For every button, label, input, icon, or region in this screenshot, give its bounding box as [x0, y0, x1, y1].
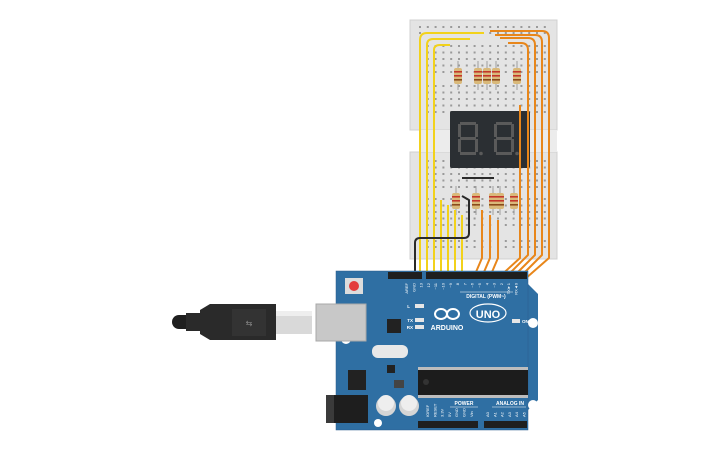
power-header-label: POWER	[455, 401, 474, 407]
resistor[interactable]	[510, 186, 518, 215]
header-strip	[388, 272, 422, 279]
wire-yellow[interactable]	[433, 44, 450, 279]
analog-header-strip	[484, 421, 527, 428]
pin-label: 8	[455, 282, 460, 285]
crystal-oscillator	[372, 345, 408, 358]
seven-segment-display[interactable]	[450, 111, 530, 168]
pin-label: 5V	[447, 412, 452, 417]
pin-label: A2	[500, 411, 505, 417]
pin-label: ~9	[448, 282, 453, 287]
uno-badge: UNO	[469, 303, 507, 323]
analog-header-label: ANALOG IN	[496, 401, 524, 407]
pin-label: GND	[411, 283, 416, 292]
pin-label: GND	[462, 408, 467, 417]
pin-label: Vin	[469, 411, 474, 417]
pin-label: TX►1	[506, 282, 511, 294]
pin-label: 13	[419, 282, 424, 287]
on-label: ON	[522, 319, 529, 324]
wire-black[interactable]	[414, 195, 470, 279]
pin-label: A3	[507, 411, 512, 417]
usb-cable-icon[interactable]: ⇆	[172, 304, 312, 340]
wire-orange[interactable]	[500, 37, 536, 280]
pin-label: A1	[492, 411, 497, 417]
pin-label: 12	[426, 282, 431, 287]
pin-label: 3.3V	[440, 408, 445, 417]
resistor[interactable]	[513, 61, 521, 90]
reset-button-icon[interactable]	[345, 278, 363, 294]
pin-label: 4	[484, 282, 489, 285]
digit-right	[494, 122, 519, 156]
led-rx-label: RX	[407, 325, 413, 330]
resistor[interactable]	[483, 61, 491, 90]
svg-text:⇆: ⇆	[246, 319, 253, 328]
pin-label: ~11	[433, 282, 438, 289]
model-label: UNO	[476, 309, 501, 321]
usb-chip	[387, 319, 401, 333]
wire-orange[interactable]	[490, 30, 550, 280]
digital-header-label: DIGITAL (PWM~)	[466, 294, 506, 300]
jumper-wires[interactable]	[414, 30, 550, 280]
wire-orange[interactable]	[495, 34, 543, 280]
led-l-label: L	[407, 304, 410, 309]
resistor-group[interactable]	[452, 61, 521, 215]
resistor[interactable]	[496, 186, 504, 215]
resistor[interactable]	[454, 61, 462, 90]
pin-label: IOREF	[425, 404, 430, 417]
pin-label: A5	[522, 411, 527, 417]
led-on	[512, 319, 520, 323]
power-header-strip	[418, 421, 478, 428]
led-rx	[415, 325, 424, 329]
resistor[interactable]	[472, 186, 480, 215]
led-tx-label: TX	[407, 318, 413, 323]
voltage-regulator	[348, 370, 366, 390]
digit-left	[458, 122, 483, 156]
pin-label: 2	[499, 282, 504, 285]
digital-header-strip	[426, 272, 527, 279]
pin-label: 7	[462, 282, 467, 285]
pin-label: RESET	[432, 403, 437, 417]
resistor[interactable]	[492, 61, 500, 90]
infinity-logo-icon	[434, 308, 460, 320]
pin-label: ~10	[441, 282, 446, 290]
led-tx	[415, 318, 424, 322]
pin-label: AREF	[404, 282, 409, 293]
brand-label: ARDUINO	[431, 325, 464, 332]
pin-label: A0	[485, 411, 490, 417]
led-l	[415, 304, 424, 308]
pin-label: ~6	[470, 282, 475, 287]
pin-label: ~5	[477, 282, 482, 287]
pin-label: A4	[514, 411, 519, 417]
wire-yellow[interactable]	[419, 32, 484, 279]
pin-label: ~3	[492, 282, 497, 287]
usb-port	[315, 303, 367, 342]
pin-label: RX◄0	[514, 282, 519, 295]
resistor[interactable]	[474, 61, 482, 90]
resistor[interactable]	[489, 186, 497, 215]
wire-orange[interactable]	[503, 42, 529, 280]
wire-yellow[interactable]	[426, 38, 470, 279]
atmega-chip	[418, 367, 528, 398]
pin-label: GND	[454, 408, 459, 417]
